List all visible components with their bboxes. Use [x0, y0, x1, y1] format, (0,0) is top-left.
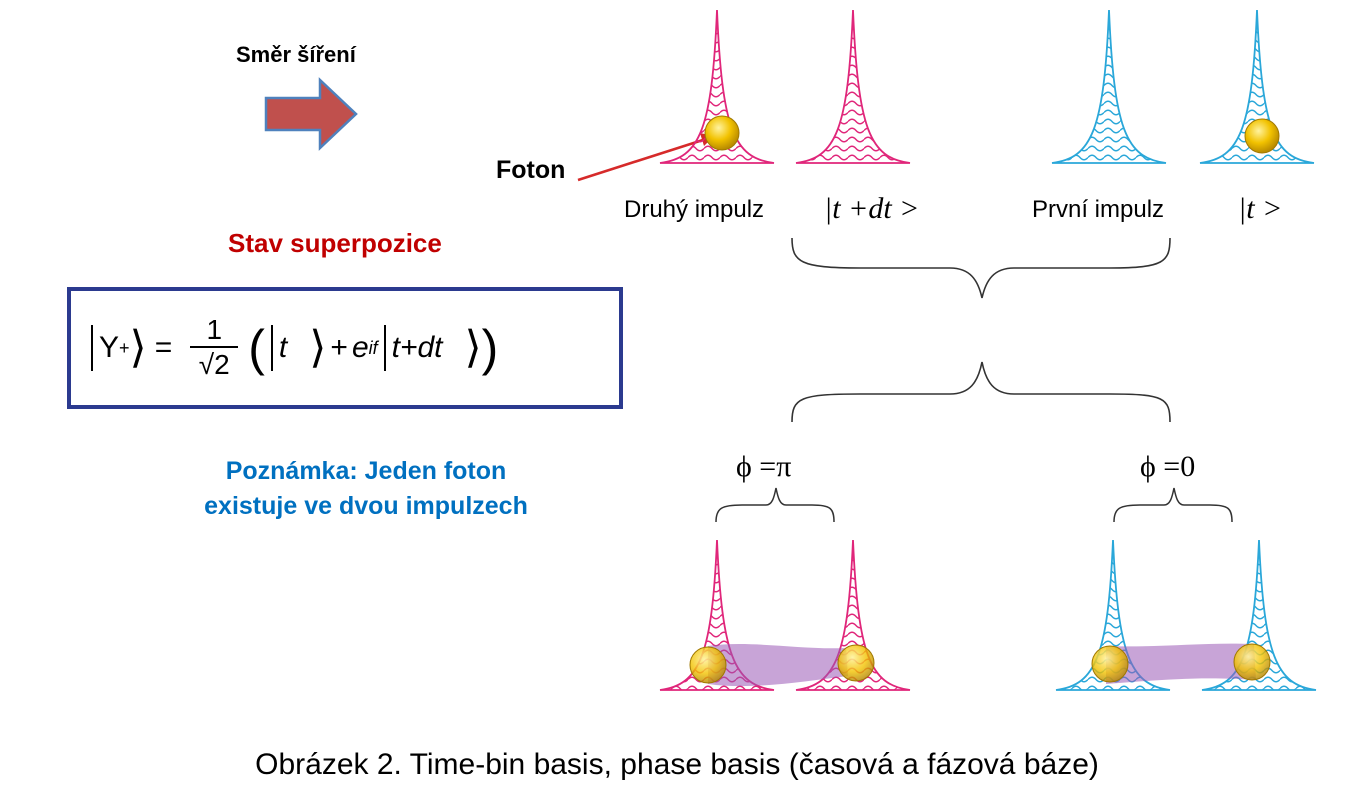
superposition-title: Stav superpozice: [228, 228, 442, 258]
normalization-fraction: 1 √2: [190, 314, 239, 382]
equals-sign: =: [154, 331, 173, 364]
ket-bar: [270, 325, 273, 371]
superposition-band-pi: [708, 644, 848, 687]
phase-zero-label: ϕ =0: [1140, 450, 1196, 483]
ket-bar: [383, 325, 386, 371]
term-t-dt: t+dt: [391, 331, 443, 364]
photon-label: Foton: [496, 156, 566, 184]
brace-bottom: [791, 361, 1171, 423]
note-text: Poznámka: Jeden foton existuje ve dvou i…: [204, 457, 528, 520]
brace-top: [791, 237, 1171, 299]
brace-phase-zero: [1113, 487, 1233, 523]
plus-sign: +: [330, 331, 348, 364]
close-paren: ): [481, 320, 499, 376]
fraction-denominator: √2: [198, 349, 230, 380]
photon-ball: [1091, 645, 1129, 683]
propagation-direction-label: Směr šíření: [236, 42, 356, 67]
superposition-equation: Y + ⟩ = 1 √2 ( t ⟩ + e if t+dt ⟩ ): [85, 291, 498, 405]
ket-angle: ⟩: [309, 323, 327, 372]
exp-power: if: [368, 337, 378, 358]
fraction-line: [190, 346, 239, 348]
photon-ball: [1233, 643, 1271, 681]
term-t: t: [278, 331, 288, 364]
pulse-second-a: [659, 9, 775, 164]
ket-angle: ⟩: [464, 323, 482, 372]
state-superscript: +: [119, 337, 130, 358]
pulse-second-b: [795, 9, 911, 164]
pulse-first-a: [1051, 9, 1167, 164]
first-pulse-ket: |t >: [1238, 192, 1283, 225]
photon-ball: [1244, 118, 1280, 154]
fraction-numerator: 1: [206, 314, 223, 345]
superposition-band-zero: [1106, 643, 1256, 684]
state-symbol: Y: [99, 331, 120, 364]
ket-angle: ⟩: [129, 323, 147, 372]
ket-bar: [91, 325, 93, 371]
first-pulse-label: První impulz: [1032, 196, 1165, 223]
photon-ball: [837, 644, 875, 682]
photon-ball: [689, 646, 727, 684]
equation-box: Y + ⟩ = 1 √2 ( t ⟩ + e if t+dt ⟩ ): [67, 287, 623, 409]
phase-pi-label: ϕ =π: [736, 450, 792, 483]
photon-pointer-line: [577, 137, 707, 182]
pulse-first-b: [1199, 9, 1315, 164]
figure-caption: Obrázek 2. Time-bin basis, phase basis (…: [255, 748, 1099, 781]
photon-ball: [704, 115, 740, 151]
brace-phase-pi: [715, 487, 835, 523]
exp-base: e: [351, 331, 369, 364]
second-pulse-label: Druhý impulz: [624, 196, 765, 223]
open-paren: (: [248, 320, 265, 376]
second-pulse-ket: |t +dt >: [824, 192, 920, 225]
direction-arrow: [264, 77, 358, 151]
